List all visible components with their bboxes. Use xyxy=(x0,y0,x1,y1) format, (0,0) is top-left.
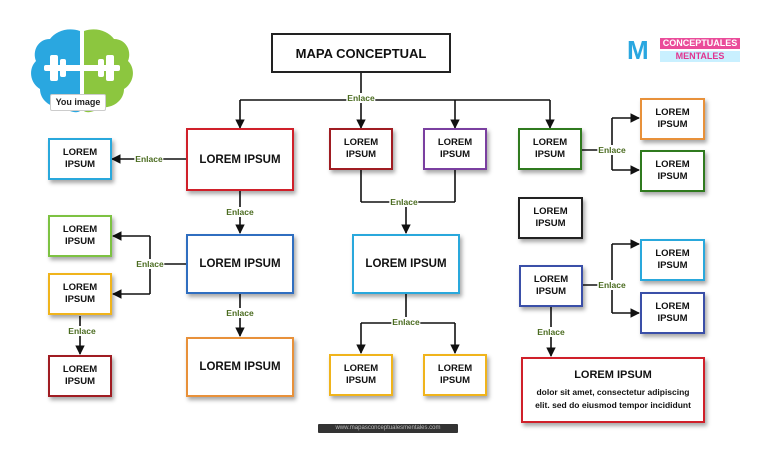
brand-bottom-text: MENTALES xyxy=(660,51,740,62)
footer-url[interactable]: www.mapasconceptualesmentales.com xyxy=(318,424,458,433)
concept-box-orange-right: LOREM IPSUM xyxy=(640,98,705,140)
concept-box-yellow-left: LOREM IPSUM xyxy=(48,273,112,315)
concept-box-left-blue: LOREM IPSUM xyxy=(48,138,112,180)
concept-box-orange: LOREM IPSUM xyxy=(186,337,294,397)
link-label: Enlace xyxy=(389,197,419,207)
description-text: dolor sit amet, consectetur adipiscing e… xyxy=(535,386,691,410)
concept-box-blue: LOREM IPSUM xyxy=(186,234,294,294)
concept-box-green: LOREM IPSUM xyxy=(518,128,582,170)
concept-box-green-right: LOREM IPSUM xyxy=(640,150,705,192)
concept-box-black: LOREM IPSUM xyxy=(518,197,583,239)
concept-box-purple: LOREM IPSUM xyxy=(423,128,487,170)
description-title: LOREM IPSUM xyxy=(574,368,652,381)
link-label: Enlace xyxy=(346,93,376,103)
concept-box-red: LOREM IPSUM xyxy=(186,128,294,191)
concept-box-cyan-right-2: LOREM IPSUM xyxy=(640,292,705,334)
brand-top-text: CONCEPTUALES xyxy=(660,38,740,49)
link-label: Enlace xyxy=(134,154,164,164)
concept-box-darkred-bottom: LOREM IPSUM xyxy=(48,355,112,397)
brain-icon xyxy=(31,29,133,113)
concept-box-darkred: LOREM IPSUM xyxy=(329,128,393,170)
link-label: Enlace xyxy=(536,327,566,337)
concept-box-lightgreen: LOREM IPSUM xyxy=(48,215,112,257)
link-label: Enlace xyxy=(225,207,255,217)
link-label: Enlace xyxy=(597,280,627,290)
concept-box-yellow-1: LOREM IPSUM xyxy=(329,354,393,396)
image-placeholder-label: You image xyxy=(50,94,106,111)
concept-box-yellow-2: LOREM IPSUM xyxy=(423,354,487,396)
dumbbell-icon xyxy=(44,55,120,81)
link-label: Enlace xyxy=(597,145,627,155)
link-label: Enlace xyxy=(67,326,97,336)
link-label: Enlace xyxy=(225,308,255,318)
concept-box-cyan-right-1: LOREM IPSUM xyxy=(640,239,705,281)
link-label: Enlace xyxy=(135,259,165,269)
concept-box-navy: LOREM IPSUM xyxy=(519,265,583,307)
concept-box-cyan: LOREM IPSUM xyxy=(352,234,460,294)
link-label: Enlace xyxy=(391,317,421,327)
description-box: LOREM IPSUM dolor sit amet, consectetur … xyxy=(521,357,705,423)
map-title: MAPA CONCEPTUAL xyxy=(271,33,451,73)
brand-letter: M xyxy=(627,35,649,65)
